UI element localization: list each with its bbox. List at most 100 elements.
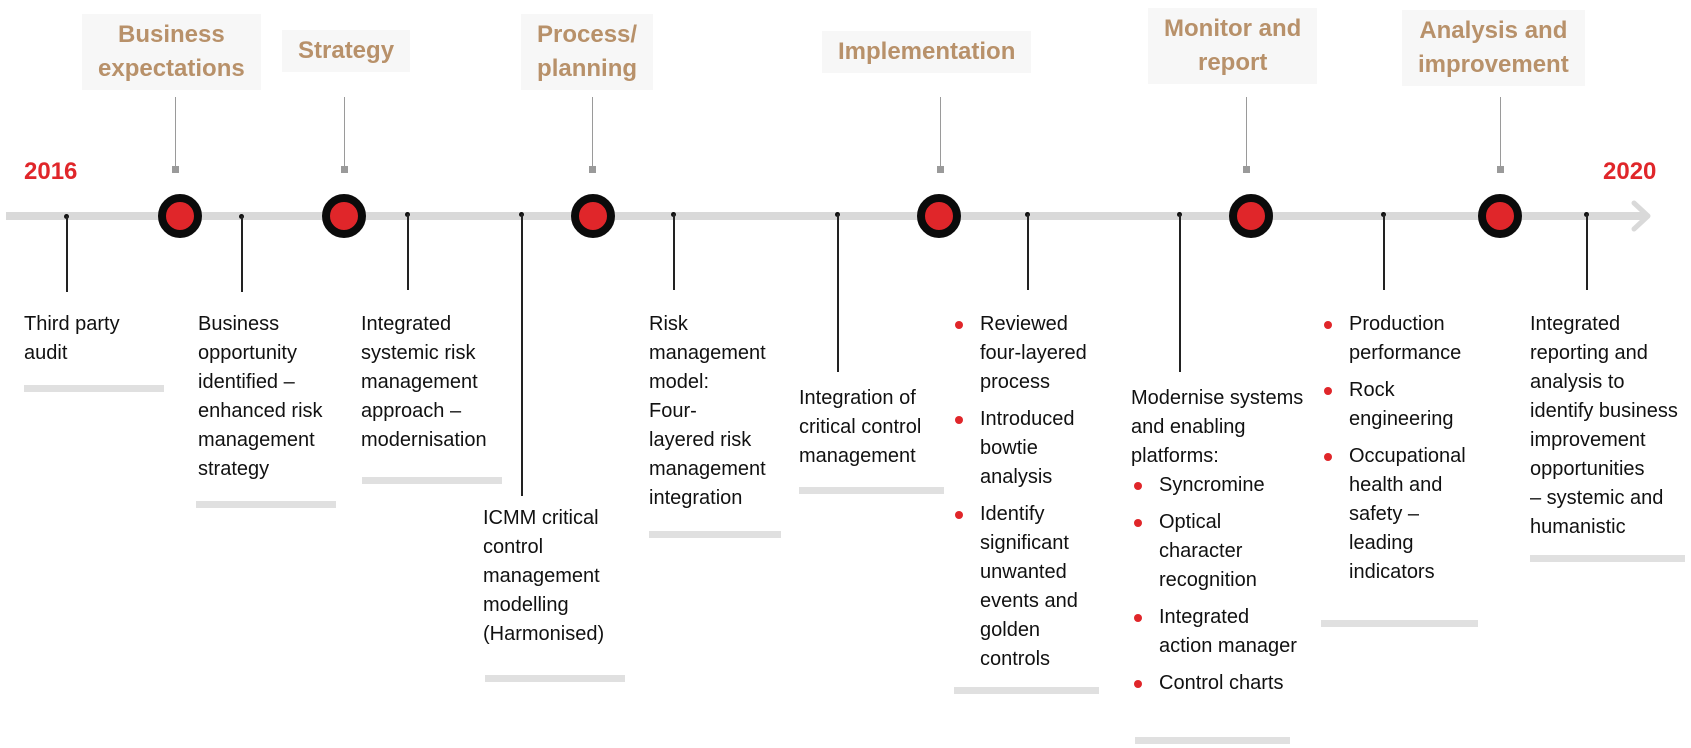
event-tick: [837, 214, 839, 372]
event-tick: [407, 214, 409, 290]
bullet-line: Identify: [980, 503, 1045, 525]
bullet-line: process: [980, 371, 1051, 393]
event-modernise-systems: Modernise systems and enabling platforms…: [1131, 384, 1316, 744]
event-business-opportunity: Business opportunity identified – enhanc…: [196, 310, 338, 508]
bullet-line: indicators: [1349, 561, 1435, 583]
phase-label-line: Business: [118, 21, 225, 48]
bullet-line: Control charts: [1159, 672, 1284, 694]
event-text-line: management: [198, 429, 315, 451]
event-tick: [241, 216, 243, 292]
event-implementation-bullets: Reviewed four-layered process Introduced…: [952, 310, 1102, 694]
phase-label-line: Analysis and: [1419, 17, 1568, 44]
event-text-line: Business: [198, 313, 280, 335]
bullet-item: Control charts: [1131, 669, 1316, 698]
event-risk-management-model: Risk management model: Four- layered ris…: [649, 310, 789, 538]
bullet-dot-icon: [955, 511, 963, 519]
bullet-dot-icon: [1324, 321, 1332, 329]
phase-label-line: expectations: [98, 55, 245, 82]
phase-label-line: improvement: [1418, 51, 1569, 78]
event-text-line: – systemic and: [1530, 487, 1664, 509]
event-text-line: Integrated: [1530, 313, 1621, 335]
milestone-marker: [571, 194, 615, 238]
event-text-line: critical control: [799, 416, 922, 438]
bullet-dot-icon: [955, 416, 963, 424]
event-text-line: humanistic: [1530, 516, 1626, 538]
event-text-line: (Harmonised): [483, 623, 605, 645]
event-text-line: Integrated: [361, 313, 452, 335]
phase-label-line: Process/: [537, 21, 638, 48]
bullet-dot-icon: [1134, 614, 1142, 622]
phase-business-expectations: Business expectations: [82, 14, 261, 90]
milestone-marker: [917, 194, 961, 238]
bullet-line: unwanted: [980, 561, 1067, 583]
event-integrated-reporting: Integrated reporting and analysis to ide…: [1530, 310, 1690, 562]
bullet-line: health and: [1349, 474, 1443, 496]
event-tick: [673, 214, 675, 290]
phase-connector: [344, 97, 345, 167]
event-text-line: enhanced risk: [198, 400, 323, 422]
bullet-item: Production performance: [1321, 310, 1481, 368]
phase-connector-cap: [172, 166, 179, 173]
bullet-item: Occupational health and safety – leading…: [1321, 442, 1481, 587]
arrow-right-icon: [1631, 200, 1651, 232]
bullet-dot-icon: [1324, 387, 1332, 395]
bullet-dot-icon: [1134, 519, 1142, 527]
bullet-line: recognition: [1159, 569, 1257, 591]
bullet-item: Syncromine: [1131, 471, 1316, 500]
bullet-line: Introduced: [980, 408, 1075, 430]
event-underline: [1321, 620, 1478, 627]
bullet-dot-icon: [1134, 482, 1142, 490]
bullet-dot-icon: [1324, 453, 1332, 461]
phase-label-line: Strategy: [298, 37, 395, 64]
event-text-line: management: [649, 458, 766, 480]
event-text-line: improvement: [1530, 429, 1646, 451]
event-text-line: identified –: [198, 371, 295, 393]
phase-connector: [1246, 97, 1247, 167]
event-tick: [66, 216, 68, 292]
event-underline: [24, 385, 164, 392]
event-third-party-audit: Third party audit: [24, 310, 164, 392]
event-text-line: audit: [24, 342, 68, 364]
event-tick: [1383, 214, 1385, 290]
phase-connector: [175, 97, 176, 167]
bullet-list: Production performance Rock engineering …: [1321, 310, 1481, 587]
event-underline: [362, 477, 502, 484]
event-text-line: management: [361, 371, 478, 393]
bullet-item: Optical character recognition: [1131, 508, 1316, 595]
event-integration-critical-control: Integration of critical control manageme…: [799, 384, 959, 494]
bullet-line: bowtie: [980, 437, 1038, 459]
event-underline: [485, 675, 625, 682]
phase-label-line: report: [1197, 49, 1268, 76]
year-start: 2016: [24, 158, 78, 185]
event-text-line: Integration of: [799, 387, 916, 409]
phase-monitor-report: Monitor and report: [1148, 8, 1318, 84]
event-tick: [1586, 214, 1588, 290]
phase-connector: [592, 97, 593, 167]
event-underline: [649, 531, 781, 538]
bullet-dot-icon: [1134, 680, 1142, 688]
phase-connector-cap: [1497, 166, 1504, 173]
event-text-line: model:: [649, 371, 710, 393]
bullet-line: Syncromine: [1159, 474, 1265, 496]
event-text-line: and enabling: [1131, 416, 1246, 438]
event-underline: [196, 501, 336, 508]
bullet-line: Occupational: [1349, 445, 1466, 467]
event-tick: [1027, 214, 1029, 290]
bullet-line: events and: [980, 590, 1078, 612]
phase-connector: [940, 97, 941, 167]
milestone-marker: [1229, 194, 1273, 238]
bullet-line: safety –: [1349, 503, 1420, 525]
event-tick: [521, 214, 523, 496]
event-text-line: integration: [649, 487, 743, 509]
event-tick: [1179, 214, 1181, 372]
bullet-item: Integrated action manager: [1131, 603, 1316, 661]
event-underline: [1530, 555, 1685, 562]
milestone-marker: [1478, 194, 1522, 238]
phase-implementation: Implementation: [822, 31, 1032, 73]
event-text-line: opportunities: [1530, 458, 1645, 480]
event-text-line: management: [799, 445, 916, 467]
event-text-line: Third party: [24, 313, 120, 335]
event-text-line: control: [483, 536, 544, 558]
bullet-line: performance: [1349, 342, 1462, 364]
event-underline: [954, 687, 1099, 694]
